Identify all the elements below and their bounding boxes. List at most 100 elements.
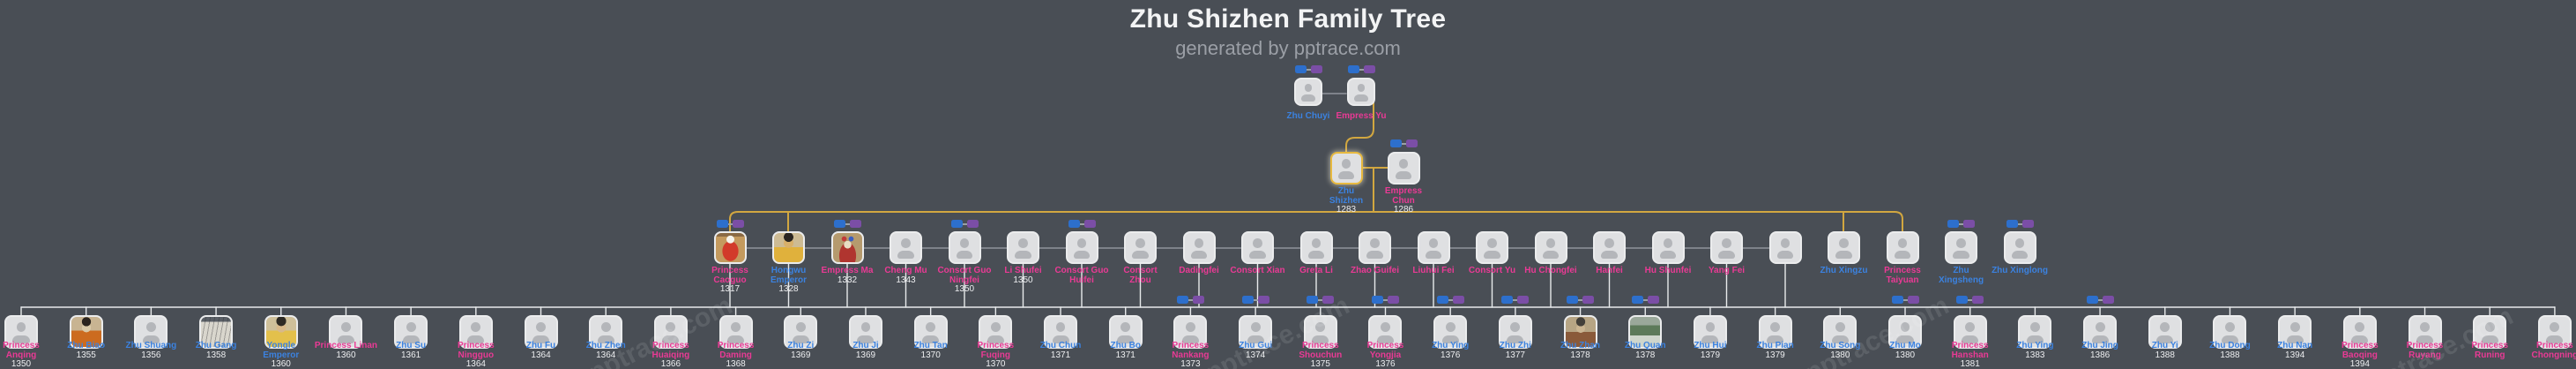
mother-chip-icon[interactable] <box>1963 220 1975 228</box>
collapsed-parents-link[interactable] <box>1347 65 1375 73</box>
mother-chip-icon[interactable] <box>1907 296 1919 304</box>
person-node-zhu-pian[interactable] <box>1758 315 1792 349</box>
person-node-cheng-mu[interactable] <box>890 231 922 264</box>
person-name[interactable]: Hanfei <box>1596 266 1623 275</box>
person-node-zhu-quan[interactable] <box>1628 315 1663 349</box>
person-name[interactable]: Li Shufei <box>1004 266 1042 275</box>
person-name[interactable]: Princess Baoqing <box>2341 341 2379 360</box>
father-chip-icon[interactable] <box>1631 296 1643 304</box>
father-chip-icon[interactable] <box>1294 65 1307 73</box>
person-node-zhu-zhen[interactable] <box>589 315 623 349</box>
father-chip-icon[interactable] <box>833 220 845 228</box>
person-node-princess-runing[interactable] <box>2473 315 2507 349</box>
person-node-zhao-guifei[interactable] <box>1359 231 1391 264</box>
person-node-liuhui-fei[interactable] <box>1417 231 1450 264</box>
person-node-zhu-nan[interactable] <box>2278 315 2312 349</box>
person-name[interactable]: Yang Fei <box>1708 266 1746 275</box>
person-node-li-shufei[interactable] <box>1007 231 1039 264</box>
mother-chip-icon[interactable] <box>2102 296 2114 304</box>
collapsed-parents-link[interactable] <box>1567 296 1595 304</box>
father-chip-icon[interactable] <box>1176 296 1188 304</box>
person-node-princess-chongning[interactable] <box>2537 315 2572 349</box>
mother-chip-icon[interactable] <box>1647 296 1659 304</box>
person-name[interactable]: Yongle Emperor <box>263 341 300 360</box>
person-node-princess-hanshan[interactable] <box>1953 315 1987 349</box>
collapsed-parents-link[interactable] <box>1294 65 1322 73</box>
person-node-princess-caoguo[interactable] <box>713 231 747 264</box>
father-chip-icon[interactable] <box>2006 220 2018 228</box>
person-node-zhu-ying[interactable] <box>2018 315 2052 349</box>
father-chip-icon[interactable] <box>1436 296 1448 304</box>
person-node-zhu-ji[interactable] <box>848 315 882 349</box>
father-chip-icon[interactable] <box>1307 296 1319 304</box>
mother-chip-icon[interactable] <box>1517 296 1530 304</box>
person-node-zhu-gang[interactable] <box>199 315 234 349</box>
collapsed-parents-link[interactable] <box>1631 296 1659 304</box>
person-node-yang-fei[interactable] <box>1710 231 1743 264</box>
person-node-empress-yu[interactable] <box>1347 78 1375 106</box>
person-name[interactable]: Zhu Fu <box>525 341 556 350</box>
person-node-consort-yu[interactable] <box>1476 231 1508 264</box>
person-name[interactable]: Zhu Hui <box>1694 341 1727 350</box>
person-name[interactable]: Consort Guo Huifei <box>1054 266 1109 285</box>
collapsed-parents-link[interactable] <box>2086 296 2114 304</box>
person-name[interactable]: Zhu Song <box>1820 341 1861 350</box>
person-node-zhu-ying[interactable] <box>1433 315 1468 349</box>
person-node-empress-ma[interactable] <box>830 231 864 264</box>
person-name[interactable]: Zhu Chun <box>1039 341 1082 350</box>
person-node-hu-chongfei[interactable] <box>1534 231 1567 264</box>
person-node-zhu-gui[interactable] <box>1239 315 1273 349</box>
person-name[interactable]: Princess Fuqing <box>977 341 1015 360</box>
person-name[interactable]: Zhu Ji <box>852 341 879 350</box>
person-name[interactable]: Zhu Xingzu <box>1820 266 1868 275</box>
person-node-princess-huaiqing[interactable] <box>653 315 688 349</box>
person-name[interactable]: Consort Yu <box>1468 266 1516 275</box>
person-node-hu-shunfei[interactable] <box>1651 231 1685 264</box>
person-name[interactable]: Princess Hanshan <box>1951 341 1989 360</box>
father-chip-icon[interactable] <box>1891 296 1903 304</box>
person-node-zhu-zhi[interactable] <box>1498 315 1532 349</box>
person-node-princess-fuqing[interactable] <box>979 315 1013 349</box>
collapsed-parents-link[interactable] <box>1436 296 1464 304</box>
person-name[interactable]: Zhu Shuang <box>125 341 177 350</box>
person-node-yongle-emperor[interactable] <box>264 315 298 349</box>
mother-chip-icon[interactable] <box>1310 65 1322 73</box>
person-node-zhu-xingsheng[interactable] <box>1945 231 1977 264</box>
person-name[interactable]: Zhu Gang <box>195 341 237 350</box>
collapsed-parents-link[interactable] <box>716 220 744 228</box>
person-name[interactable]: Consort Guo Ningfei <box>937 266 992 285</box>
father-chip-icon[interactable] <box>1501 296 1514 304</box>
person-name[interactable]: Zhu Jing <box>2081 341 2118 350</box>
person-node-zhu-tan[interactable] <box>913 315 948 349</box>
mother-chip-icon[interactable] <box>1322 296 1335 304</box>
person-node-princess-daming[interactable] <box>718 315 753 349</box>
person-node-person[interactable] <box>1768 231 1802 264</box>
person-name[interactable]: Consort Zhou <box>1123 266 1158 285</box>
person-name[interactable]: Zhu Yi <box>2151 341 2178 350</box>
person-name[interactable]: Princess Ruyang <box>2406 341 2444 360</box>
person-node-consort-guo-huifei[interactable] <box>1065 231 1098 264</box>
person-node-zhu-song[interactable] <box>1823 315 1858 349</box>
person-name[interactable]: Zhu Zhi <box>1499 341 1531 350</box>
person-node-princess-linan[interactable] <box>329 315 363 349</box>
father-chip-icon[interactable] <box>1068 220 1080 228</box>
father-chip-icon[interactable] <box>716 220 728 228</box>
person-node-zhu-bo[interactable] <box>1108 315 1143 349</box>
person-name[interactable]: Zhu Bo <box>1110 341 1141 350</box>
person-name[interactable]: Zhu Ying <box>1432 341 1470 350</box>
person-name[interactable]: Zhao Guifei <box>1351 266 1399 275</box>
person-node-zhu-chun[interactable] <box>1044 315 1078 349</box>
person-node-zhu-jing[interactable] <box>2083 315 2118 349</box>
person-name[interactable]: Princess Caoguo <box>711 266 748 285</box>
person-node-princess-yongjia[interactable] <box>1368 315 1403 349</box>
collapsed-parents-link[interactable] <box>1068 220 1096 228</box>
collapsed-parents-link[interactable] <box>1891 296 1919 304</box>
father-chip-icon[interactable] <box>1567 296 1579 304</box>
person-name[interactable]: Greta Li <box>1299 266 1333 275</box>
father-chip-icon[interactable] <box>1371 296 1383 304</box>
person-name[interactable]: Zhu Tan <box>913 341 948 350</box>
collapsed-parents-link[interactable] <box>1956 296 1984 304</box>
person-node-consort-zhou[interactable] <box>1124 231 1157 264</box>
mother-chip-icon[interactable] <box>2021 220 2034 228</box>
person-name[interactable]: Princess Huaiqing <box>651 341 690 360</box>
